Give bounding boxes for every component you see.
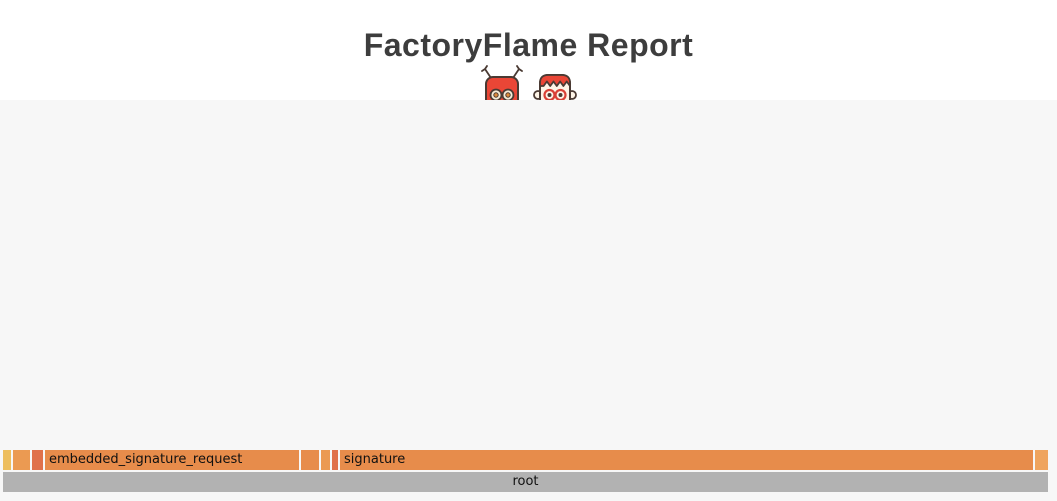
flame-cell[interactable] [32,450,43,470]
flame-cell[interactable] [13,450,30,470]
flame-cell[interactable] [1035,450,1048,470]
flame-cell-root[interactable]: root [3,472,1048,492]
flame-cell[interactable] [301,450,319,470]
report-panel [0,100,1057,501]
page-title: FactoryFlame Report [363,27,694,63]
robot-logos [0,65,1057,100]
flame-cell[interactable] [332,450,338,470]
white-robot-icon [533,74,577,100]
flame-cell-signature[interactable]: signature [340,450,1033,470]
red-robot-icon [481,65,523,100]
report-header: FactoryFlame Report [0,0,1057,100]
flame-cell[interactable] [3,450,11,470]
flame-cell[interactable] [321,450,330,470]
flame-cell-embedded_signature_request[interactable]: embedded_signature_request [45,450,299,470]
